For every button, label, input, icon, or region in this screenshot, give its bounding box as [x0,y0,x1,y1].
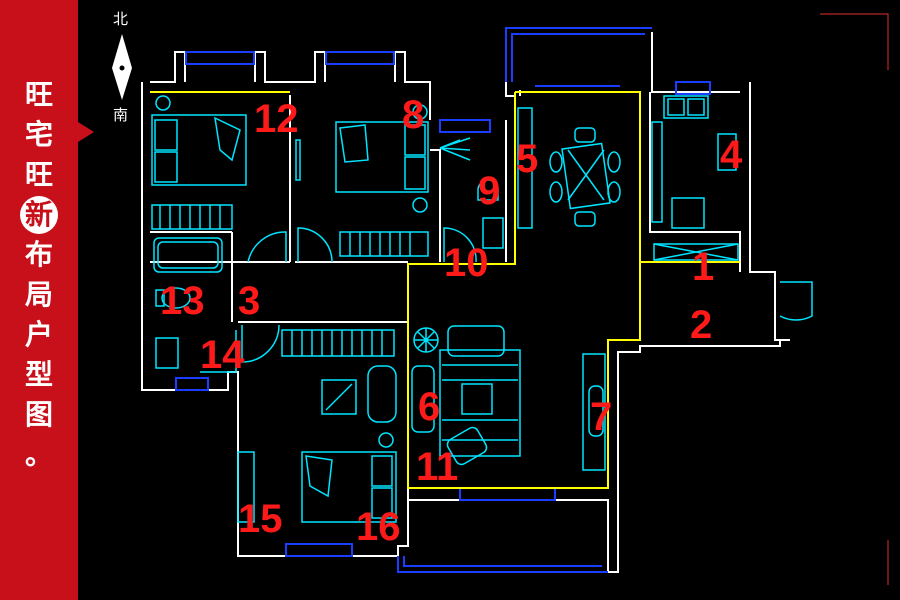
entry-door [779,281,813,321]
title-char: 局 [24,278,53,311]
zone-outlines [150,91,740,489]
room-label-12: 12 [254,97,299,141]
room-label-7: 7 [590,395,612,439]
windows [175,27,711,573]
title-char: 旺 [24,78,53,111]
room-label-8: 8 [402,93,424,137]
sofa-left [411,365,435,433]
room-label-5: 5 [516,137,538,181]
compass: 北 南 [112,10,132,124]
wardrobe-room12 [151,204,233,230]
room-label-1: 1 [692,245,714,289]
room-label-13: 13 [160,279,205,323]
bed-room12 [151,114,247,186]
coffee-table [461,383,493,415]
room-label-14: 14 [200,333,245,377]
compass-north-label: 北 [113,10,128,28]
door-room8 [297,227,333,263]
room-label-3: 3 [238,279,260,323]
toilet [161,287,191,309]
bathtub [153,237,223,273]
washer [482,217,504,249]
floor-plan: 北 南 [112,10,889,585]
room-label-15: 15 [238,497,283,541]
sofa-back [447,325,505,357]
kitchen-sink [663,95,709,119]
sidebar-title: 旺 宅 旺 新 布 局 户 型 图 。 [0,75,78,475]
title-char: 图 [24,398,53,431]
title-char: 型 [24,358,53,391]
room-label-16: 16 [356,505,401,549]
tv-cabinet [582,353,606,471]
lounge-chair [367,365,397,423]
title-char: 宅 [24,118,53,151]
wardrobe-room16 [281,329,395,357]
title-char: 户 [24,318,53,351]
wardrobe-room8 [339,231,429,257]
sidebar-pointer [78,122,94,142]
door-room12 [247,231,287,263]
room-label-9: 9 [478,169,500,213]
room-label-11: 11 [416,445,458,489]
title-char: 。 [24,438,53,471]
title-char: 布 [24,238,53,271]
compass-south-label: 南 [113,106,128,124]
room-label-10: 10 [444,241,489,285]
sink-bath [155,337,179,369]
sidebar-banner: 旺 宅 旺 新 布 局 户 型 图 。 [0,0,94,600]
fridge [671,197,705,229]
room-label-4: 4 [720,133,743,177]
shoe-cabinet [653,243,739,261]
bed-room16 [301,451,397,523]
tv [588,385,604,437]
furniture [151,95,813,523]
dining-cabinet [517,107,533,229]
crop-marks [820,13,889,585]
stove [717,133,737,171]
desk [321,379,357,415]
title-char-highlight: 新 [20,196,58,234]
room-labels: 1 2 3 4 5 6 7 8 9 10 11 12 13 14 15 16 [160,93,743,549]
bed-room8 [335,121,429,193]
armchair [446,426,488,466]
dining-table [561,142,611,210]
dresser-room16 [237,451,255,523]
door-balcony [443,227,477,263]
title-char: 旺 [24,158,53,191]
room-label-6: 6 [418,385,440,429]
rug [439,349,521,457]
room-label-2: 2 [690,303,712,347]
door-room16 [241,324,280,363]
